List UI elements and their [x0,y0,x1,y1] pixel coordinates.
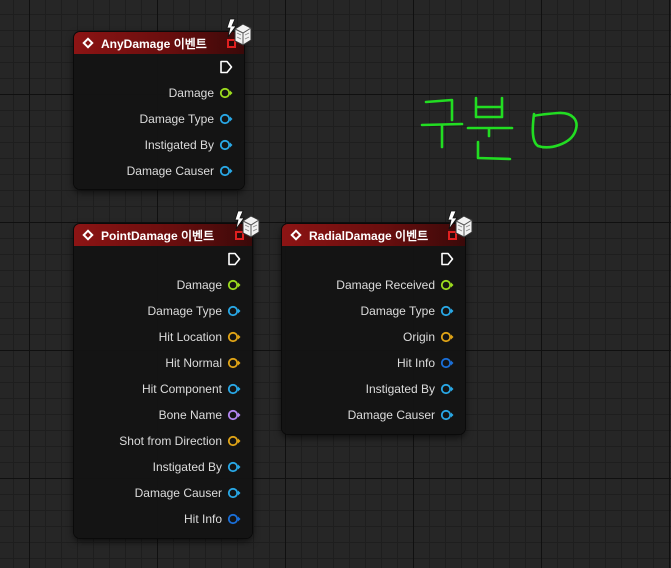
event-diamond-icon [82,37,94,49]
pin-label: Damage Causer [347,408,435,422]
pin-row-hit-info[interactable]: Hit Info [74,506,252,532]
float-pin-icon[interactable] [227,278,241,292]
pin-row-bone-name[interactable]: Bone Name [74,402,252,428]
pin-row-instigated-by[interactable]: Instigated By [74,454,252,480]
float-pin-icon[interactable] [219,86,233,100]
pin-label: Instigated By [152,460,222,474]
pin-row-damage-causer[interactable]: Damage Causer [74,480,252,506]
any-damage-event-node[interactable]: AnyDamage 이벤트 Damage Damage Type Instiga… [74,18,252,189]
hitresult-pin-icon[interactable] [440,356,454,370]
object-pin-icon[interactable] [440,304,454,318]
object-pin-icon[interactable] [219,112,233,126]
exec-output-pin-icon[interactable] [219,60,233,74]
pin-row-damage-type[interactable]: Damage Type [74,298,252,324]
exec-output-pin-icon[interactable] [227,252,241,266]
pin-label: Hit Component [141,382,222,396]
exec-output-row [74,246,252,272]
pin-label: Damage Causer [126,164,214,178]
network-authority-icon [447,210,473,238]
object-pin-icon[interactable] [440,408,454,422]
pin-label: Damage Causer [134,486,222,500]
delegate-output-pin[interactable] [227,39,236,48]
pin-label: Damage [168,86,214,100]
pin-row-damage-type[interactable]: Damage Type [74,106,244,132]
node-header[interactable]: RadialDamage 이벤트 [282,210,473,246]
pin-label: Damage Type [147,304,223,318]
node-title: AnyDamage 이벤트 [101,36,207,51]
node-title: PointDamage 이벤트 [101,228,215,243]
network-authority-icon [234,210,260,238]
name-pin-icon[interactable] [227,408,241,422]
event-diamond-icon [290,229,302,241]
pin-row-hit-component[interactable]: Hit Component [74,376,252,402]
node-header[interactable]: AnyDamage 이벤트 [74,18,252,54]
pin-label: Damage Type [139,112,215,126]
delegate-output-pin[interactable] [235,231,244,240]
exec-output-pin-icon[interactable] [440,252,454,266]
object-pin-icon[interactable] [227,460,241,474]
float-pin-icon[interactable] [440,278,454,292]
pin-label: Origin [402,330,435,344]
pin-row-origin[interactable]: Origin [282,324,465,350]
hitresult-pin-icon[interactable] [227,512,241,526]
network-authority-icon [226,18,252,46]
struct-pin-icon[interactable] [227,434,241,448]
pin-row-damage-received[interactable]: Damage Received [282,272,465,298]
handwritten-annotation-icon [420,96,578,161]
point-damage-event-node[interactable]: PointDamage 이벤트 Damage Damage Type Hit L… [74,210,260,538]
pin-label: Damage [176,278,222,292]
pin-row-damage-causer[interactable]: Damage Causer [282,402,465,428]
exec-output-row [282,246,465,272]
delegate-output-pin[interactable] [448,231,457,240]
object-pin-icon[interactable] [227,486,241,500]
pin-row-shot-from-direction[interactable]: Shot from Direction [74,428,252,454]
pin-row-hit-location[interactable]: Hit Location [74,324,252,350]
pin-label: Damage Received [336,278,435,292]
object-pin-icon[interactable] [227,304,241,318]
pin-label: Instigated By [365,382,435,396]
object-pin-icon[interactable] [219,164,233,178]
node-title: RadialDamage 이벤트 [309,228,429,243]
pin-row-damage[interactable]: Damage [74,272,252,298]
pin-label: Shot from Direction [119,434,222,448]
object-pin-icon[interactable] [227,382,241,396]
pin-label: Damage Type [360,304,436,318]
pin-row-damage-type[interactable]: Damage Type [282,298,465,324]
pin-label: Hit Location [158,330,222,344]
pin-row-hit-info[interactable]: Hit Info [282,350,465,376]
exec-output-row [74,54,244,80]
struct-pin-icon[interactable] [227,356,241,370]
object-pin-icon[interactable] [440,382,454,396]
pin-row-damage-causer[interactable]: Damage Causer [74,158,244,184]
pin-label: Bone Name [158,408,222,422]
struct-pin-icon[interactable] [440,330,454,344]
pin-label: Hit Normal [165,356,222,370]
event-diamond-icon [82,229,94,241]
node-header[interactable]: PointDamage 이벤트 [74,210,260,246]
pin-row-instigated-by[interactable]: Instigated By [74,132,244,158]
pin-row-instigated-by[interactable]: Instigated By [282,376,465,402]
pin-row-damage[interactable]: Damage [74,80,244,106]
pin-label: Hit Info [183,512,222,526]
radial-damage-event-node[interactable]: RadialDamage 이벤트 Damage Received Damage … [282,210,473,434]
pin-label: Hit Info [396,356,435,370]
object-pin-icon[interactable] [219,138,233,152]
pin-row-hit-normal[interactable]: Hit Normal [74,350,252,376]
struct-pin-icon[interactable] [227,330,241,344]
pin-label: Instigated By [144,138,214,152]
